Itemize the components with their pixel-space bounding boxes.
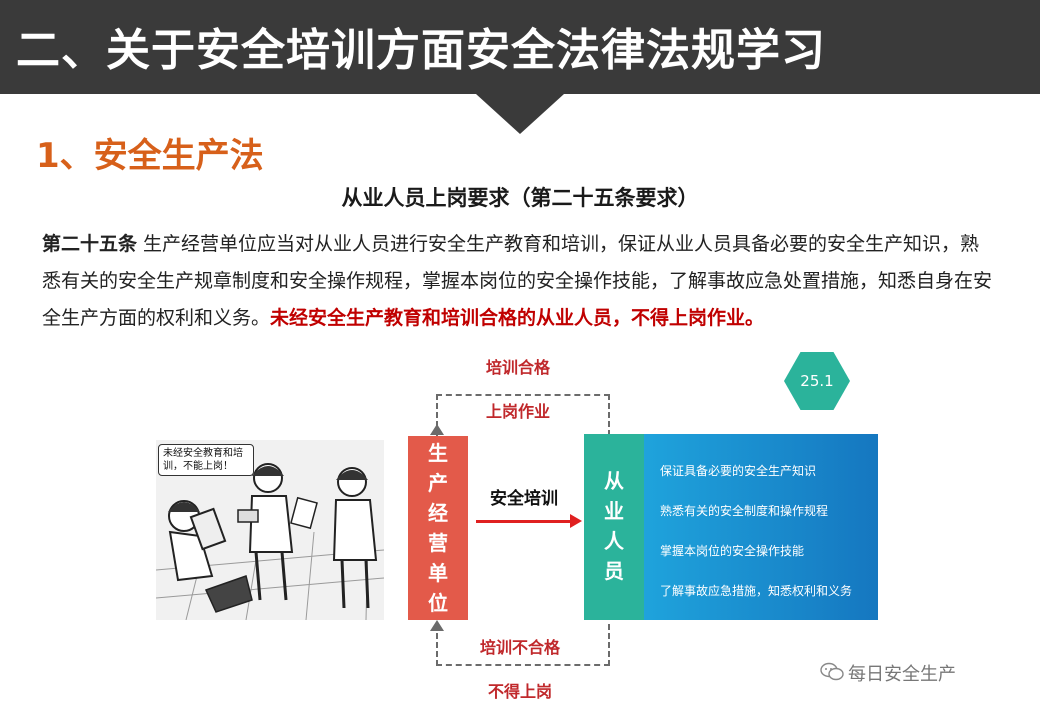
top-dashed-loop (436, 394, 610, 436)
requirement-item: 保证具备必要的安全生产知识 (660, 464, 817, 478)
article-number: 第二十五条 (42, 233, 138, 255)
label-training-passed: 培训合格 (486, 358, 551, 377)
staff-label: 从业人员 (584, 466, 644, 586)
speech-bubble: 未经安全教育和培训，不能上岗！ (158, 444, 254, 476)
training-arrow-head (570, 514, 582, 528)
requirements-panel (644, 434, 878, 620)
article-paragraph: 第二十五条 生产经营单位应当对从业人员进行安全生产教育和培训，保证从业人员具备必… (42, 226, 992, 337)
article-badge-text: 25.1 (800, 372, 834, 390)
vertical-char: 人 (604, 529, 624, 553)
org-box (408, 436, 468, 620)
cartoon-illustration (156, 440, 384, 620)
vertical-char: 业 (604, 499, 624, 523)
staff-box (584, 434, 644, 620)
bottom-dashed-loop (436, 624, 610, 666)
top-loop-arrowhead (430, 424, 444, 435)
training-arrow-line (476, 520, 572, 523)
vertical-char: 营 (428, 531, 448, 555)
watermark-text: 每日安全生产 (848, 664, 956, 685)
vertical-char: 从 (604, 469, 624, 493)
vertical-char: 生 (428, 441, 448, 465)
header-bar (0, 0, 1040, 94)
org-label: 生产经营单位 (408, 438, 468, 618)
requirement-item: 掌握本岗位的安全操作技能 (660, 544, 805, 558)
requirement-item: 了解事故应急措施，知悉权利和义务 (660, 584, 853, 598)
training-arrow-label: 安全培训 (490, 489, 558, 509)
wechat-icon (820, 662, 844, 681)
vertical-char: 位 (428, 591, 448, 615)
vertical-char: 经 (428, 501, 448, 525)
section-title: 1、安全生产法 (36, 136, 264, 176)
bottom-loop-arrowhead (430, 620, 444, 631)
label-training-failed: 培训不合格 (480, 638, 561, 657)
vertical-char: 产 (428, 471, 448, 495)
vertical-char: 单 (428, 561, 448, 585)
requirement-item: 熟悉有关的安全制度和操作规程 (660, 504, 829, 518)
article-emphasis: 未经安全生产教育和培训合格的从业人员，不得上岗作业。 (270, 307, 765, 329)
label-on-duty: 上岗作业 (486, 402, 551, 421)
subtitle: 从业人员上岗要求（第二十五条要求） (341, 186, 699, 210)
label-not-on-duty: 不得上岗 (488, 682, 553, 701)
vertical-char: 员 (604, 559, 624, 583)
article-body: 生产经营单位应当对从业人员进行安全生产教育和培训，保证从业人员具备必要的安全生产… (42, 233, 993, 329)
header-notch-decoration (476, 94, 564, 134)
page-title: 二、关于安全培训方面安全法律法规学习 (16, 25, 826, 76)
